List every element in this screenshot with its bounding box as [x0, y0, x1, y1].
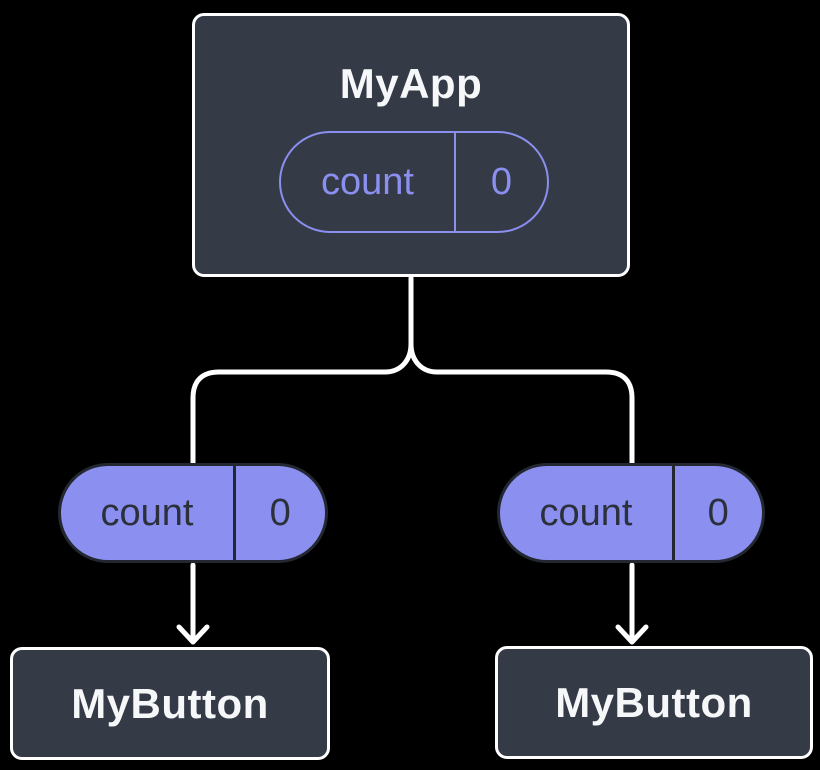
parent-component-node: MyApp count 0 [192, 13, 630, 277]
right-child-component-node: MyButton [495, 646, 813, 759]
pill-divider [672, 466, 675, 560]
parent-component-title: MyApp [339, 60, 483, 107]
pill-divider [233, 466, 236, 560]
state-value-label: 0 [490, 160, 513, 203]
down-arrow-right-icon [615, 562, 649, 645]
down-arrow-left-icon [176, 562, 210, 645]
prop-value-label: 0 [269, 491, 291, 534]
pill-divider [454, 133, 456, 231]
left-child-component-node: MyButton [10, 647, 330, 760]
parent-state-pill: count 0 [279, 131, 549, 233]
fork-connector-line [190, 275, 635, 471]
state-name-label: count [321, 160, 414, 203]
prop-name-label: count [539, 491, 633, 534]
child-component-title: MyButton [555, 678, 753, 726]
left-prop-pill: count 0 [58, 463, 328, 563]
prop-value-label: 0 [707, 491, 729, 534]
child-component-title: MyButton [71, 679, 269, 727]
prop-name-label: count [100, 491, 194, 534]
right-prop-pill: count 0 [497, 463, 765, 563]
